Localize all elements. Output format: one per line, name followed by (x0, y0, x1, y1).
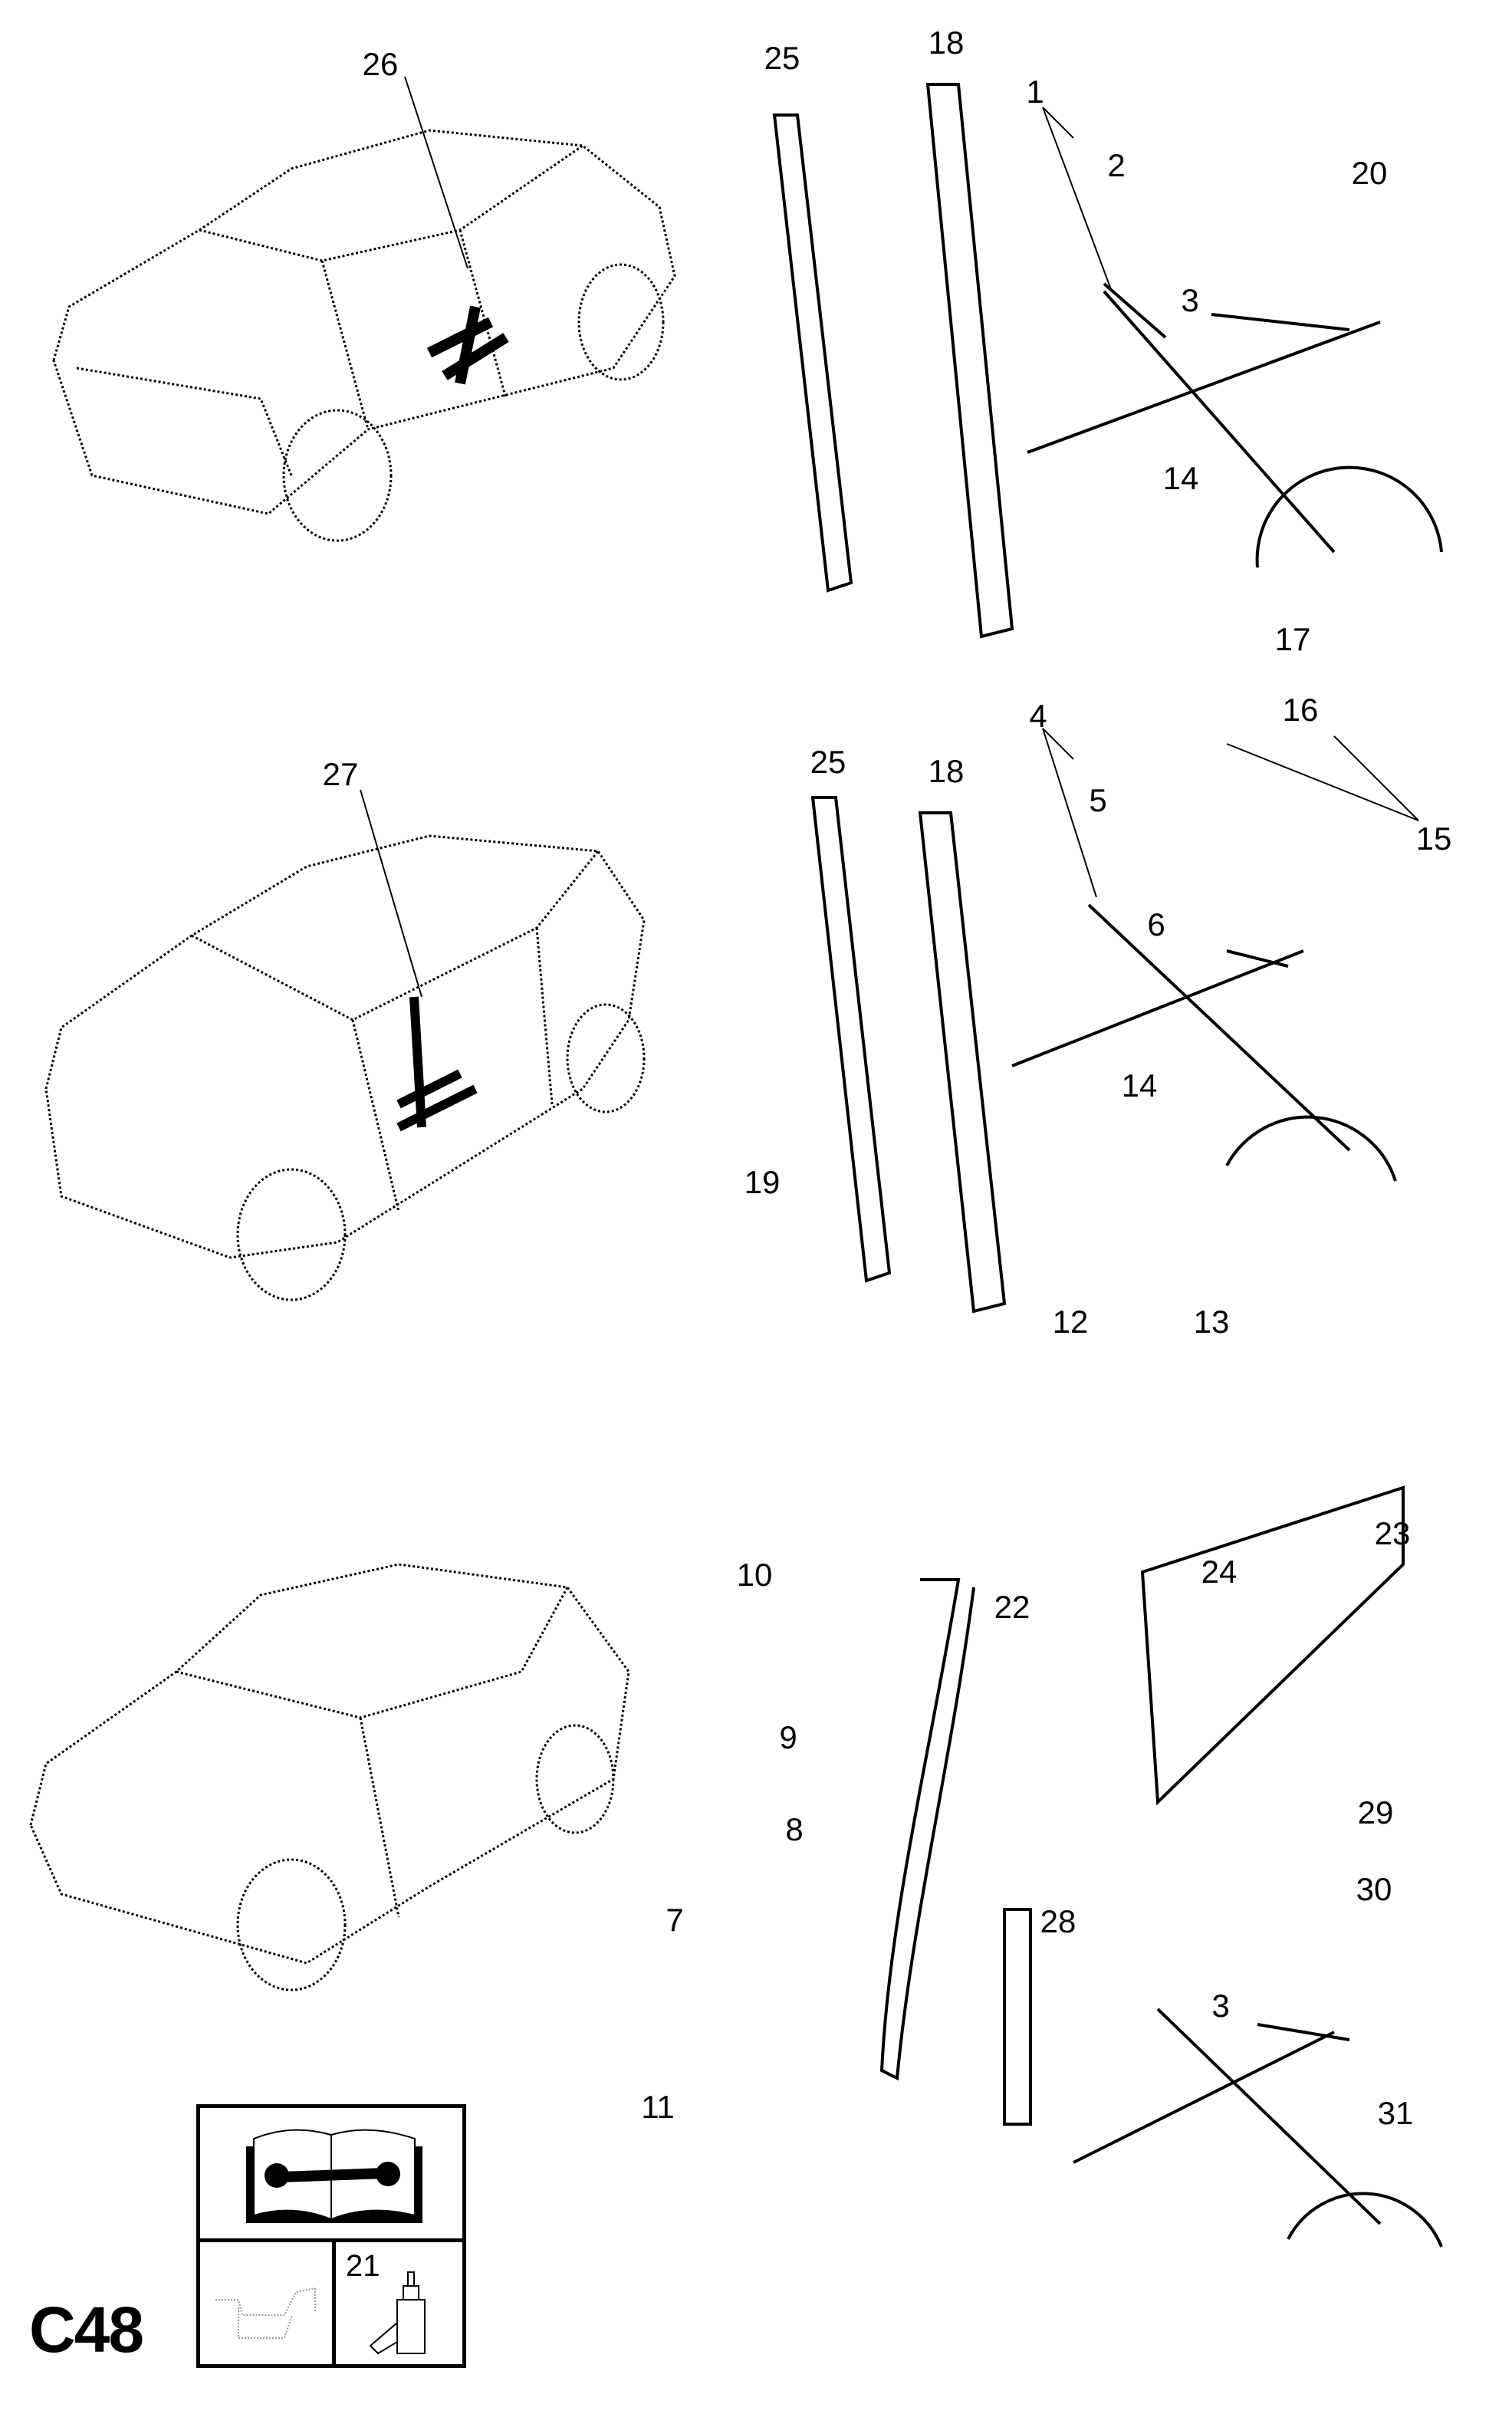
callout-1: 1 (1026, 74, 1044, 110)
callout-12: 12 (1052, 1304, 1089, 1340)
leader-lines (360, 76, 1419, 998)
callout-5: 5 (1089, 782, 1107, 818)
callout-31: 31 (1377, 2095, 1414, 2131)
callout-11: 11 (641, 2089, 675, 2125)
oil-can-icon (215, 2287, 316, 2339)
callout-22: 22 (994, 1589, 1030, 1625)
callout-3: 3 (1181, 282, 1199, 318)
callout-17: 17 (1274, 621, 1311, 657)
callout-3: 3 (1211, 1988, 1230, 2024)
callout-27: 27 (322, 756, 359, 792)
window-guides (772, 83, 1032, 2126)
diagram-code: C48 (29, 2294, 144, 2366)
callout-9: 9 (779, 1719, 797, 1755)
callout-13: 13 (1193, 1304, 1230, 1340)
callout-4: 4 (1029, 698, 1047, 734)
callout-2: 2 (1107, 147, 1126, 183)
adhesive-cell: 21 (332, 2238, 462, 2364)
callout-20: 20 (1351, 155, 1388, 191)
callout-8: 8 (785, 1811, 804, 1847)
callout-25: 25 (764, 40, 800, 76)
callout-16: 16 (1282, 692, 1319, 728)
callout-14: 14 (1162, 460, 1199, 496)
callout-6: 6 (1147, 906, 1165, 942)
callout-28: 28 (1040, 1903, 1076, 1939)
callout-7: 7 (666, 1902, 684, 1938)
car-mpv (44, 834, 646, 1301)
regulator-location-2 (396, 996, 478, 1132)
car-hatchback-5door (52, 129, 676, 542)
callout-24: 24 (1201, 1554, 1238, 1590)
callout-21: 21 (346, 2249, 380, 2283)
callout-18: 18 (928, 25, 965, 61)
repair-manual-cell (200, 2108, 462, 2242)
repair-manual-icon (246, 2129, 422, 2223)
callout-25: 25 (810, 744, 846, 780)
callout-19: 19 (744, 1164, 781, 1200)
callout-10: 10 (736, 1557, 773, 1593)
legend-box: 21 (196, 2104, 466, 2368)
oil-can-cell (200, 2238, 336, 2364)
regulator-location-1 (426, 305, 509, 385)
callout-14: 14 (1121, 1067, 1158, 1103)
regulators (1011, 282, 1443, 2248)
callout-29: 29 (1357, 1794, 1394, 1830)
callout-18: 18 (928, 753, 965, 789)
callout-30: 30 (1356, 1871, 1392, 1907)
callout-15: 15 (1415, 821, 1452, 857)
car-hatchback-3door (29, 1563, 630, 1991)
adhesive-bottle-icon (369, 2271, 426, 2355)
callout-23: 23 (1374, 1515, 1411, 1551)
callout-26: 26 (362, 46, 399, 82)
